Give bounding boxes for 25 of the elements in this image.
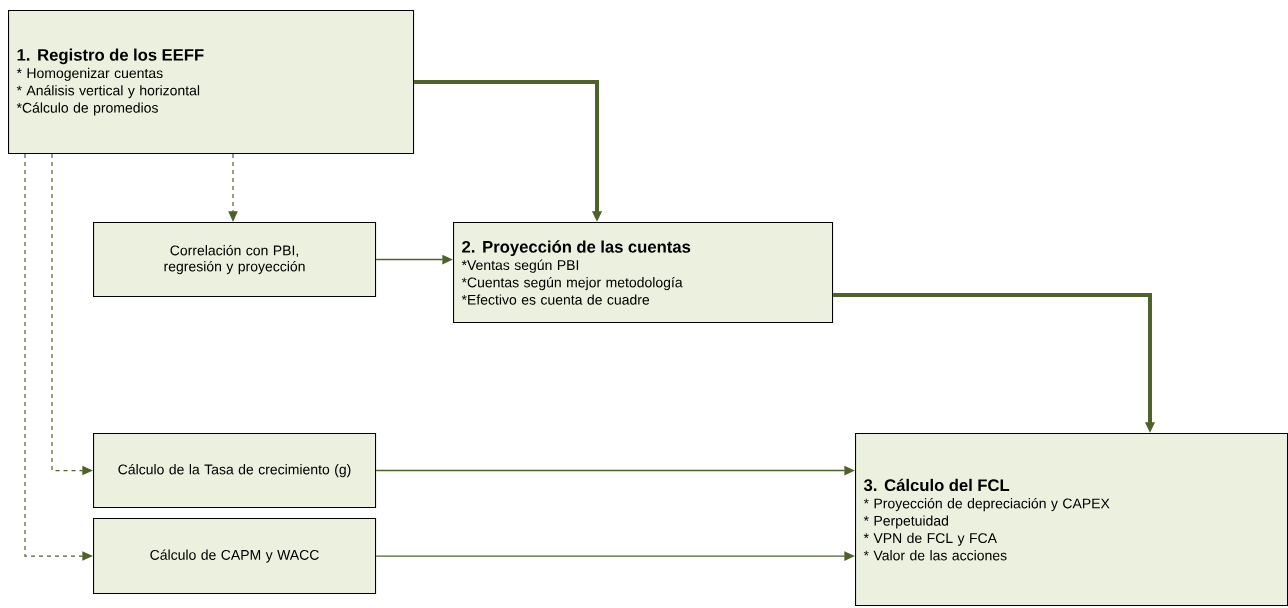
- node-label: * Proyección de depreciación y CAPEX: [863, 497, 1110, 512]
- arrow: [228, 153, 238, 222]
- node-label: *Efectivo es cuenta de cuadre: [461, 294, 650, 305]
- node-label: * Análisis vertical y horizontal: [16, 84, 200, 99]
- node-label: * VPN de FCL y FCA: [863, 532, 997, 546]
- node-label: *Cálculo de promedios: [16, 102, 158, 116]
- node-label: * Valor de las acciones: [863, 550, 1007, 561]
- node-label: Cálculo de CAPM y WACC: [150, 549, 319, 563]
- node-label: *Ventas según PBI: [461, 259, 579, 273]
- node-label: 2. Proyección de las cuentas: [462, 240, 691, 257]
- node-label: Cálculo de la Tasa de crecimiento (g): [118, 463, 351, 478]
- node-label: * Perpetuidad: [863, 515, 949, 529]
- node-label: Correlación con PBI, regresión y proyección: [164, 244, 305, 275]
- process-box: [855, 433, 1288, 607]
- node-label: *Cuentas según mejor metodología: [461, 276, 683, 291]
- process-box: [93, 518, 377, 595]
- process-box: [8, 10, 415, 155]
- node-label: 3. Cálculo del FCL: [863, 478, 1010, 492]
- arrow: [51, 153, 93, 476]
- process-box: [453, 222, 834, 324]
- node-label: * Homogenizar cuentas: [16, 67, 163, 81]
- node-label: 1. Registro de los EEFF: [17, 48, 204, 65]
- arrow: [24, 153, 93, 561]
- process-box: [93, 222, 377, 298]
- process-box: [93, 433, 377, 509]
